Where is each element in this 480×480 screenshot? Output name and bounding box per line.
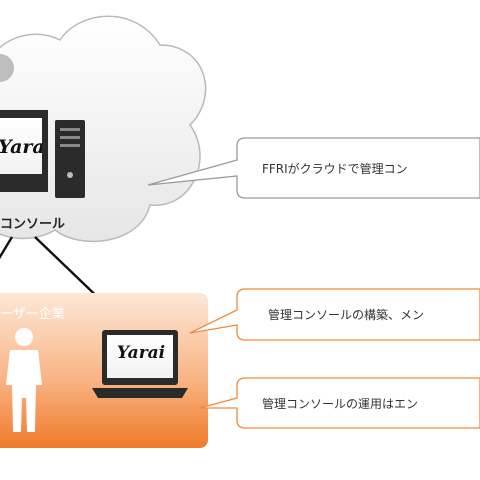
- cloud-console-label: コンソール: [0, 217, 66, 232]
- callout-operation-text: 管理コンソールの運用はエン: [262, 397, 419, 411]
- person-icon: [6, 328, 42, 432]
- callout-cloud-text: FFRIがクラウドで管理コン: [262, 162, 408, 176]
- desktop-computer-icon: [0, 110, 85, 198]
- cloud-server-disk: [0, 54, 14, 82]
- laptop-icon: [92, 330, 188, 398]
- connection-line-cloud-left: [0, 236, 14, 260]
- customer-company-label: ーザー企業: [0, 307, 65, 322]
- yarai-logo-desktop: Yarai: [0, 136, 42, 158]
- cloud-shape: [0, 15, 207, 243]
- callout-construction-text: 管理コンソールの構築、メン: [268, 308, 425, 322]
- callout-construction: [189, 288, 480, 341]
- callout-operation: [199, 377, 480, 429]
- yarai-logo-laptop: Yarai: [116, 343, 166, 363]
- callout-cloud: [147, 137, 480, 199]
